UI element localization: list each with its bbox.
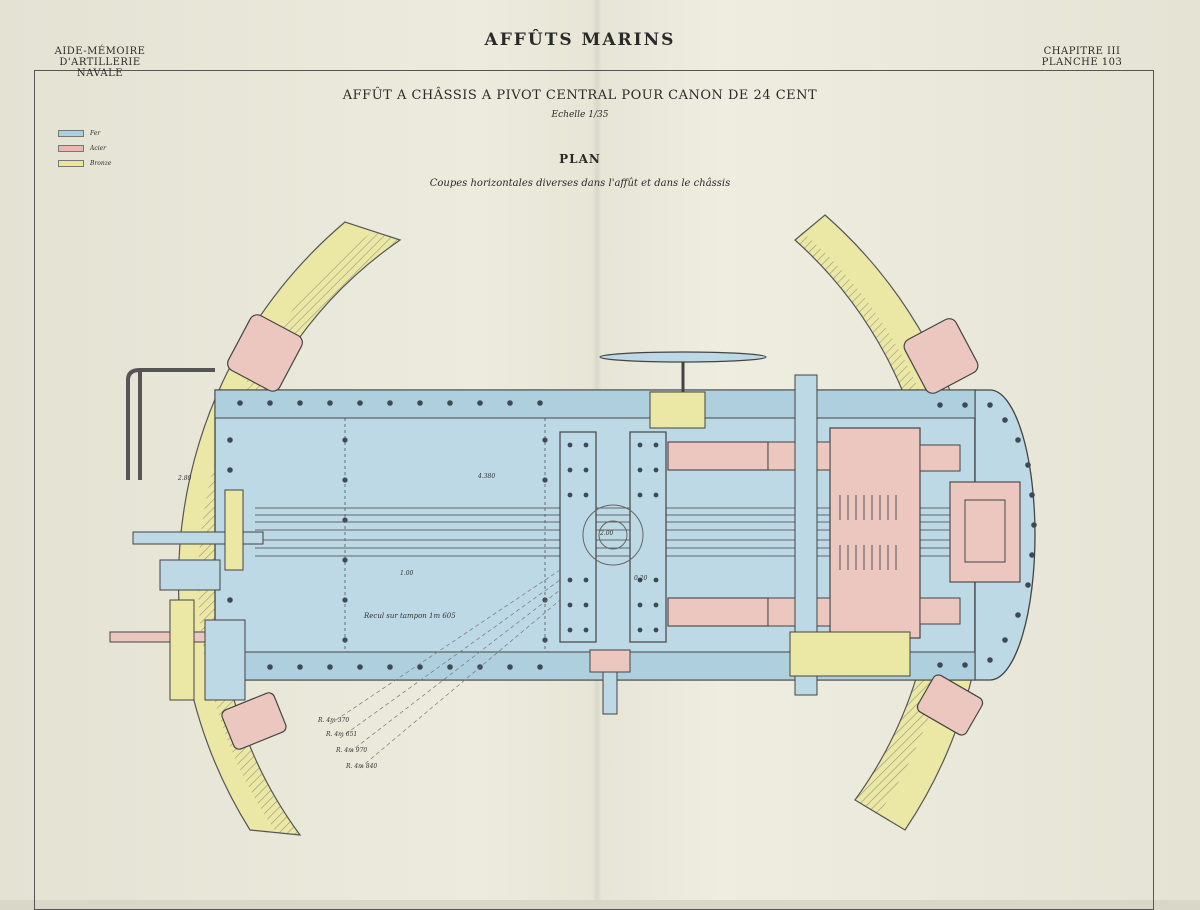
legend-swatch — [58, 145, 84, 152]
radius-label: R. 4m 970 — [335, 747, 367, 754]
pivot-plates — [559, 431, 667, 643]
legend-swatch — [58, 160, 84, 167]
legend-item-fer: Fer — [58, 126, 111, 141]
dim-label: 2.00 — [599, 530, 614, 537]
plate-title: AFFÛTS MARINS — [484, 30, 676, 50]
drawing-scale: Echelle 1/35 — [551, 110, 609, 120]
traverse-handwheel — [599, 351, 767, 429]
radius-label: R. 4m 370 — [317, 717, 349, 724]
radius-label: R. 4m 840 — [345, 763, 377, 770]
rear-rivets — [937, 402, 1037, 668]
legend-label: Acier — [90, 145, 107, 152]
header-left-line2: D'ARTILLERIE NAVALE — [59, 57, 141, 79]
legend-item-acier: Acier — [58, 141, 111, 156]
bottom-gear — [589, 631, 911, 715]
color-legend: Fer Acier Bronze — [58, 126, 111, 171]
header-right-line1: CHAPITRE III — [1043, 46, 1121, 57]
header-right-line2: PLANCHE 103 — [1041, 57, 1123, 68]
legend-item-bronze: Bronze — [58, 156, 111, 171]
dim-label: 1.00 — [400, 570, 414, 577]
header-right: CHAPITRE III PLANCHE 103 — [1032, 46, 1132, 68]
header-left: AIDE-MÉMOIRE D'ARTILLERIE NAVALE — [40, 46, 160, 79]
radius-label: R. 4m 651 — [325, 731, 357, 738]
legend-label: Fer — [90, 130, 101, 137]
radius-leaders — [329, 569, 561, 769]
dim-label: 2.80 — [177, 475, 192, 482]
drawing-caption: Coupes horizontales diverses dans l'affû… — [429, 178, 731, 189]
section-heading: PLAN — [559, 152, 601, 166]
left-mechanism — [109, 368, 264, 701]
dim-label: 0.20 — [634, 575, 648, 582]
header-left-line1: AIDE-MÉMOIRE — [54, 46, 146, 57]
recul-label: Recul sur tampon 1m 605 — [363, 612, 456, 620]
roller-wheels — [221, 314, 984, 750]
dim-label: 4.380 — [477, 473, 495, 480]
legend-label: Bronze — [90, 160, 112, 167]
legend-swatch — [58, 130, 84, 137]
drawing-subtitle: AFFÛT A CHÂSSIS A PIVOT CENTRAL POUR CAN… — [342, 88, 818, 103]
recoil-cylinders — [667, 374, 1021, 696]
